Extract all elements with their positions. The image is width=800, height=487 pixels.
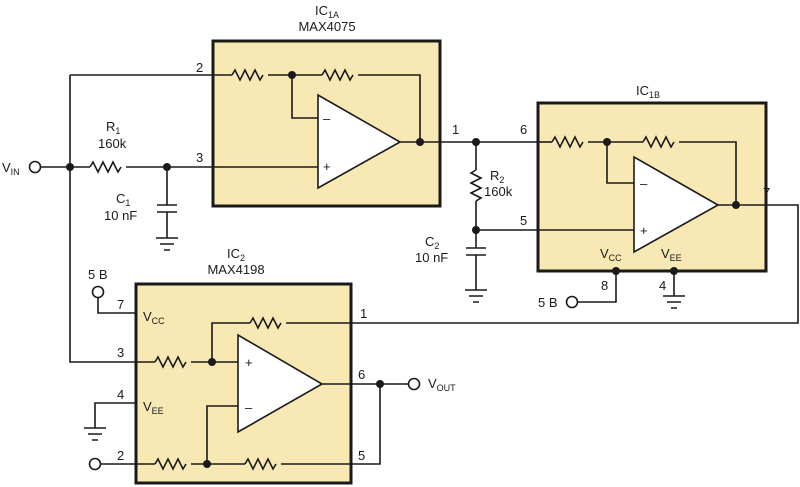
ic1b-supply-label: 5 B xyxy=(538,295,558,310)
junction-dot xyxy=(670,267,678,275)
ic1b-minus-sign: – xyxy=(640,176,648,191)
pin-number: 1 xyxy=(452,122,459,137)
r1-label: R1 xyxy=(106,119,120,136)
rg-terminal xyxy=(88,457,102,471)
ic1b-input-resistor xyxy=(551,135,584,149)
supply-5b-terminal xyxy=(91,285,105,299)
c1-label: C1 xyxy=(116,191,130,208)
ic1b-label: IC1B xyxy=(636,83,660,100)
ic2-vcc-label: VCC xyxy=(143,309,165,326)
pin-number: 4 xyxy=(659,278,666,293)
ic2-opamp xyxy=(237,333,324,434)
pin-number: 5 xyxy=(520,213,527,228)
pin-number: 4 xyxy=(117,387,124,402)
ic2-vee-wire xyxy=(94,402,136,428)
ic2-label: IC2 xyxy=(227,246,245,263)
ic2-wire xyxy=(211,322,250,362)
pin-number: 7 xyxy=(117,297,124,312)
pin-number: 1 xyxy=(360,306,367,321)
ic2-part-number: MAX4198 xyxy=(207,262,264,277)
junction-dot xyxy=(603,138,611,146)
junction-dot xyxy=(208,358,216,366)
junction-dot xyxy=(472,226,480,234)
c1-capacitor xyxy=(157,204,177,213)
ground-icon xyxy=(465,289,487,303)
r2-label: R2 xyxy=(490,168,504,185)
ground-icon xyxy=(663,295,685,309)
ic1b-wire xyxy=(606,142,634,184)
c2-label: C2 xyxy=(425,234,439,251)
c1-value: 10 nF xyxy=(104,208,137,223)
ground-icon xyxy=(84,427,106,441)
pin-number: 7 xyxy=(763,185,770,200)
ic1a-opamp xyxy=(317,93,402,190)
ic1a-feedback-resistor xyxy=(321,68,354,82)
ic1a-plus-sign: + xyxy=(323,159,331,174)
ic1b-plus-sign: + xyxy=(640,223,648,238)
r2-resistor xyxy=(469,169,483,202)
ic2-vcc-wire xyxy=(97,298,136,314)
r1-resistor xyxy=(89,160,122,174)
pin-number: 3 xyxy=(196,150,203,165)
pin-number: 5 xyxy=(358,448,365,463)
ic2-minus-sign: – xyxy=(245,400,253,415)
pin-number: 8 xyxy=(601,278,608,293)
ic1b-vee-label: VEE xyxy=(661,246,682,263)
ic2-sense-wire xyxy=(351,384,381,465)
ic1a-label: IC1A xyxy=(315,3,339,20)
pin-number: 2 xyxy=(117,448,124,463)
pin-number: 2 xyxy=(196,60,203,75)
pin-number: 6 xyxy=(520,122,527,137)
ic1a-input-resistor xyxy=(231,68,264,82)
ic2-plus-sign: + xyxy=(245,355,253,370)
vout-label: VOUT xyxy=(428,376,456,393)
ic2-ref-resistor xyxy=(249,316,282,330)
c2-value: 10 nF xyxy=(415,250,448,265)
vin-terminal xyxy=(28,160,42,174)
pin-number: 3 xyxy=(117,345,124,360)
junction-dot xyxy=(288,71,296,79)
c2-capacitor xyxy=(466,247,486,256)
vin-label: VIN xyxy=(2,160,20,177)
ic2-gain-resistor-1 xyxy=(154,457,187,471)
ic1b-feedback-resistor xyxy=(642,135,675,149)
ic1b-opamp xyxy=(633,155,720,254)
vin-bus-wire xyxy=(69,75,136,363)
ic2-vee-label: VEE xyxy=(143,399,164,416)
supply-5b-terminal xyxy=(565,295,579,309)
junction-dot xyxy=(732,201,740,209)
ic1a-minus-sign: – xyxy=(323,111,331,126)
r1-value: 160k xyxy=(98,136,127,151)
ic1a-part-number: MAX4075 xyxy=(298,19,355,34)
ground-icon xyxy=(156,237,178,251)
junction-dot xyxy=(416,138,424,146)
ic1a-wire xyxy=(358,74,421,142)
ic2-supply-label: 5 B xyxy=(88,267,108,282)
r2-value: 160k xyxy=(484,184,513,199)
ic1b-vcc-wire xyxy=(578,271,617,303)
ic2-wire xyxy=(206,405,238,464)
ic1b-vcc-label: VCC xyxy=(600,246,622,263)
ic1a-wire xyxy=(291,75,318,119)
vout-terminal xyxy=(407,377,421,391)
junction-dot xyxy=(203,460,211,468)
ic2-input-resistor xyxy=(154,355,187,369)
pin-number: 6 xyxy=(358,367,365,382)
ic2-gain-resistor-2 xyxy=(244,457,277,471)
ic1b-out-wire xyxy=(351,204,799,324)
junction-dot xyxy=(612,267,620,275)
ic1b-wire xyxy=(679,141,737,205)
